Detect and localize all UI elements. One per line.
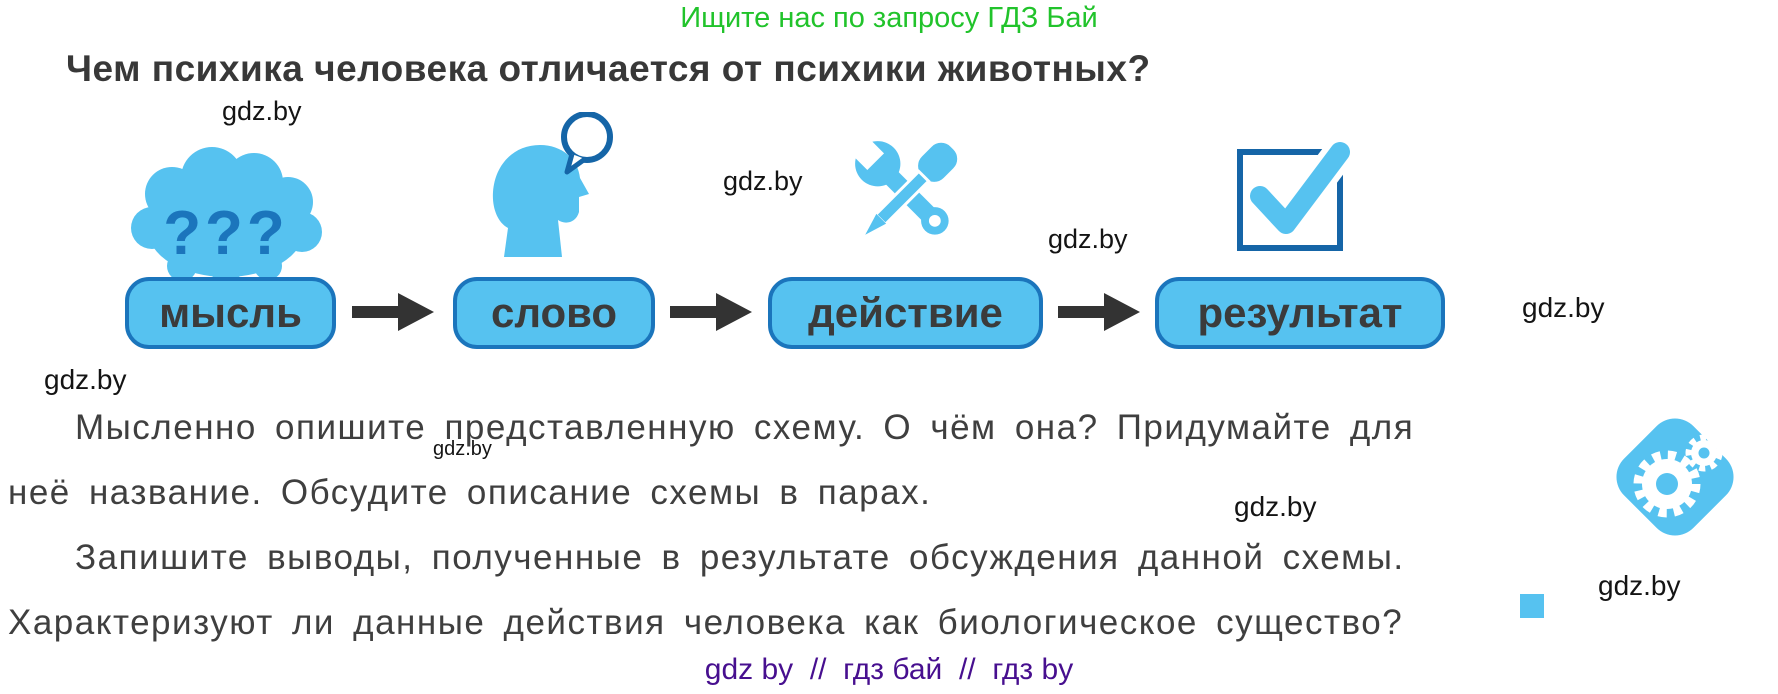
speaking-head-icon [492,112,613,257]
gdz-watermark: gdz.by [1522,292,1605,323]
page-title: Чем психика человека отличается от психи… [66,48,1151,89]
question-marks: ??? [163,199,289,268]
step-label: мысль [159,289,302,336]
step-box-word: слово [453,277,655,349]
gdz-watermark: gdz.by [222,96,302,126]
crossed-tools-icon [848,134,961,235]
step-label: слово [490,289,618,336]
blue-square-marker [1520,594,1544,618]
right-arrow-icon [352,293,434,331]
gdz-watermark: gdz.by [44,364,127,395]
thought-cloud-icon: ??? [131,147,322,282]
right-arrow-icon [1058,293,1140,331]
gdz-watermark: gdz.by [433,438,492,460]
gdz-watermark: gdz.by [723,166,803,196]
task-line-3: Запишите выводы, полученные в результате… [75,538,1405,577]
task-line-4: Характеризуют ли данные действия человек… [8,603,1404,642]
right-arrow-icon [670,293,752,331]
task-line-2: неё название. Обсудите описание схемы в … [8,473,932,512]
gdz-watermark: gdz.by [1234,491,1317,522]
gdz-watermark: gdz.by [1048,224,1128,254]
step-label: результат [1197,289,1403,336]
gears-diamond-icon [1616,418,1734,536]
task-line-1: Мысленно опишите представленную схему. О… [75,408,1415,447]
step-box-action: действие [768,277,1043,349]
step-label: действие [808,289,1003,336]
step-box-result: результат [1155,277,1445,349]
gdz-watermark: gdz.by [1598,570,1681,601]
step-box-thought: мысль [125,277,336,349]
checked-checkbox-icon [1237,136,1350,251]
footer-keywords: gdz by // гдз бай // гдз by [704,653,1074,686]
promo-banner-text: Ищите нас по запросу ГДЗ Бай [680,2,1098,34]
